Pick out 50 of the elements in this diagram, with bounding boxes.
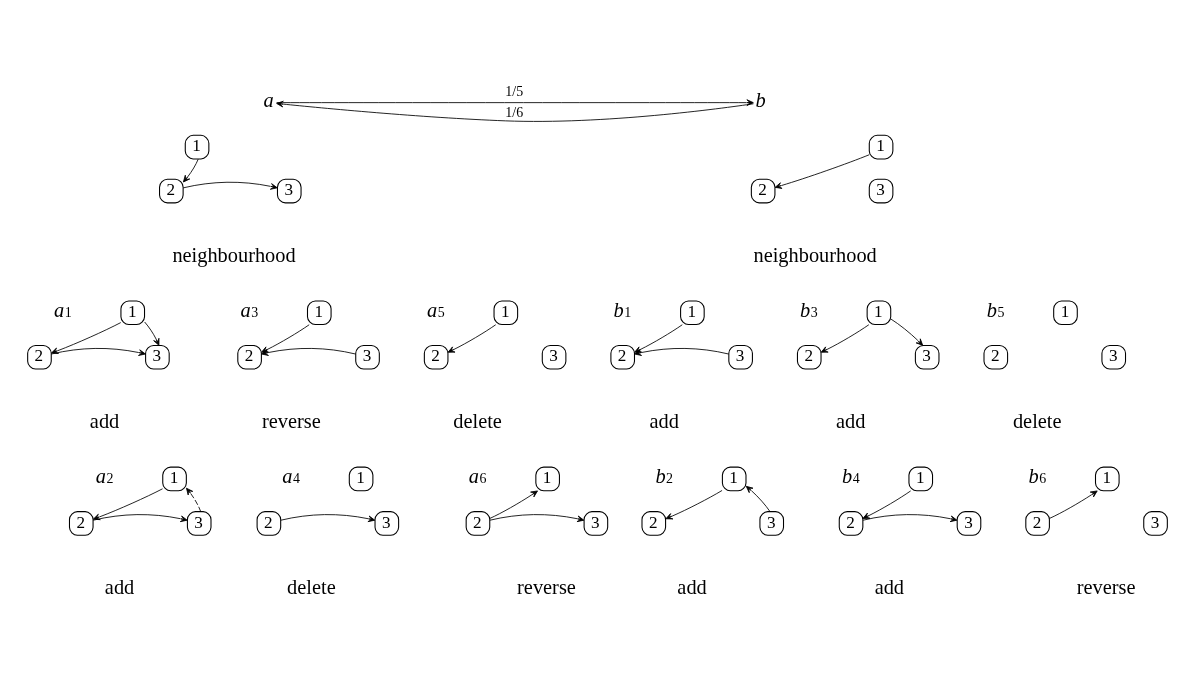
edge-label: 1/6	[505, 104, 524, 120]
arrow	[862, 513, 958, 522]
arrow	[745, 485, 771, 512]
arrow	[276, 98, 754, 106]
label: delete	[1012, 409, 1062, 432]
label: a3	[240, 298, 259, 321]
node-text: a	[263, 88, 274, 111]
arrow	[186, 487, 202, 512]
label: b2	[655, 464, 674, 487]
label: delete	[287, 575, 336, 598]
arrow	[890, 318, 924, 346]
arrow	[489, 490, 538, 519]
arrow	[447, 323, 497, 353]
arrow	[182, 158, 199, 182]
label: reverse	[517, 575, 576, 598]
arrow	[51, 321, 122, 354]
edge-label: 1/5	[505, 83, 524, 99]
arrow	[665, 489, 723, 519]
label: delete	[453, 409, 502, 432]
label: neighbourhood	[172, 243, 296, 266]
arrow	[276, 100, 754, 122]
label: a6	[468, 464, 487, 487]
label: b5	[986, 298, 1005, 321]
arrow	[280, 513, 376, 522]
label: add	[104, 575, 135, 598]
arrow	[51, 347, 146, 356]
label: b1	[613, 298, 632, 321]
label: add	[677, 575, 707, 598]
arrow	[862, 490, 912, 519]
label: add	[89, 409, 120, 432]
label: add	[649, 409, 679, 432]
label: reverse	[1076, 575, 1136, 598]
label: b6	[1028, 464, 1047, 487]
arrow	[489, 513, 585, 522]
arrow	[144, 321, 160, 346]
node-text: b	[755, 88, 766, 111]
label: neighbourhood	[753, 243, 877, 266]
arrow	[182, 181, 278, 190]
label: add	[836, 409, 866, 432]
arrow	[774, 153, 870, 189]
arrow	[1049, 490, 1098, 519]
label: add	[874, 575, 905, 598]
label: a2	[95, 464, 114, 487]
label: b4	[841, 464, 860, 487]
label: a1	[53, 298, 72, 321]
label: b3	[800, 298, 818, 321]
arrow	[820, 323, 870, 353]
label: reverse	[261, 409, 321, 432]
label: a4	[282, 464, 300, 487]
label: a5	[427, 298, 445, 321]
